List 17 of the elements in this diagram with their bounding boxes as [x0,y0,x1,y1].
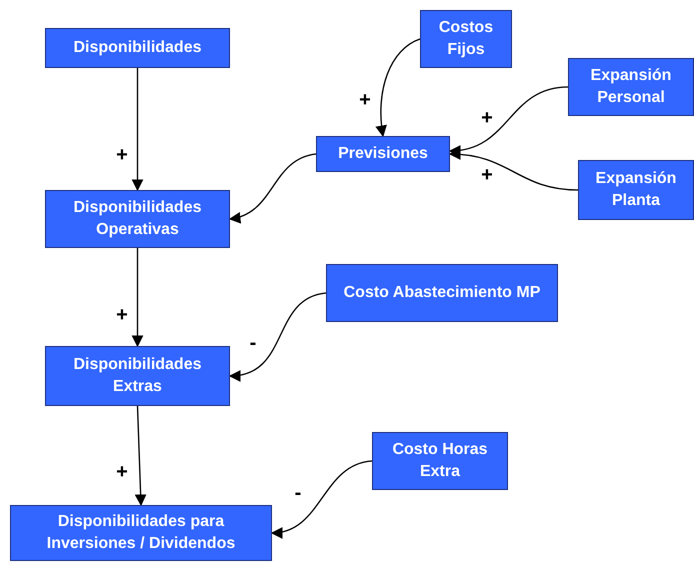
variable-box: Disponibilidades Operativas [45,190,230,248]
arrow [376,38,420,138]
variable-box: Expansión Personal [568,58,694,116]
variable-box: Costo Horas Extra [372,432,508,490]
variable-box: Disponibilidades Extras [45,346,230,406]
variable-box: Costos Fijos [420,10,512,68]
variable-box: Disponibilidades [45,28,230,68]
variable-box: Costo Abastecimiento MP [326,264,558,322]
variable-box: Expansión Planta [578,160,694,220]
arrow [228,292,326,381]
variable-box: Previsiones [316,136,450,172]
variable-box: Disponibilidades para Inversiones / Dividendos [10,505,272,561]
arrow [270,460,372,538]
arrow [134,406,146,506]
arrow [228,153,316,222]
arrow [132,248,144,348]
arrow [132,68,144,192]
